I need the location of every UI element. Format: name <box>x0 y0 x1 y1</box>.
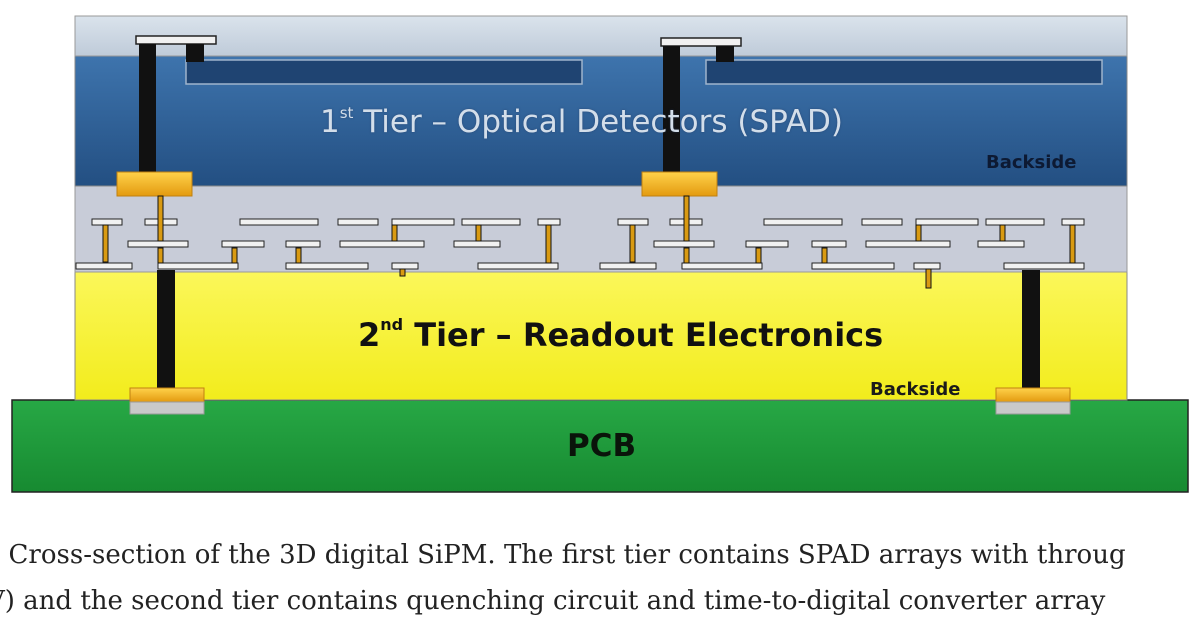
metal-line <box>239 218 319 226</box>
pcb-label: PCB <box>567 428 637 464</box>
metal-line <box>285 262 369 270</box>
caption-line-1: . Cross-section of the 3D digital SiPM. … <box>0 540 1126 570</box>
metal-via <box>102 224 109 263</box>
top-cap-layer <box>74 15 1128 57</box>
metal-via <box>545 224 552 264</box>
metal-line <box>157 262 239 270</box>
metal-via <box>755 247 762 264</box>
metal-line <box>537 218 561 226</box>
metal-via <box>629 224 636 263</box>
metal-line <box>461 218 521 226</box>
tier2-label: 2nd Tier – Readout Electronics <box>358 315 884 354</box>
metal-line <box>285 240 321 248</box>
metal-line <box>653 240 715 248</box>
metal-line <box>127 240 189 248</box>
metal-line <box>977 240 1025 248</box>
metal-line <box>913 262 941 270</box>
metal-line <box>763 218 843 226</box>
pad-pcb-left <box>129 387 205 403</box>
metal-line <box>91 218 123 226</box>
spad-region-right <box>705 59 1103 85</box>
metal-line <box>1003 262 1085 270</box>
metal-line <box>337 218 379 226</box>
metal-via <box>157 195 164 242</box>
metal-via <box>475 224 482 242</box>
metal-line <box>811 262 895 270</box>
metal-line <box>391 218 455 226</box>
top-contact-left <box>186 44 204 62</box>
metal-via <box>925 268 932 289</box>
tsv-tier2-right <box>1022 270 1040 388</box>
metal-line <box>477 262 559 270</box>
pcb-layer <box>11 399 1189 493</box>
metal-line <box>985 218 1045 226</box>
metal-line <box>221 240 265 248</box>
metal-via <box>683 247 690 264</box>
metal-via <box>391 224 398 242</box>
pad-pcb-right <box>995 387 1071 403</box>
metal-line <box>1061 218 1085 226</box>
tier1-label: 1st Tier – Optical Detectors (SPAD) <box>320 104 844 140</box>
metal-line <box>745 240 789 248</box>
spad-region-left <box>185 59 583 85</box>
metal-line <box>861 218 903 226</box>
pad-tier1-right <box>641 171 718 197</box>
metal-via <box>157 247 164 264</box>
metal-via <box>399 268 406 277</box>
metal-via <box>915 224 922 242</box>
caption-line-2: V) and the second tier contains quenchin… <box>0 586 1106 616</box>
backside-label-tier2: Backside <box>870 379 961 400</box>
metal-line <box>339 240 425 248</box>
metal-line <box>391 262 419 270</box>
metal-via <box>231 247 238 264</box>
metal-line <box>811 240 847 248</box>
metal-via <box>999 224 1006 242</box>
top-metal-left <box>135 35 217 45</box>
tsv-tier1-left <box>139 44 156 172</box>
metal-line <box>617 218 649 226</box>
metal-via <box>1069 224 1076 264</box>
metal-line <box>915 218 979 226</box>
top-metal-right <box>660 37 742 47</box>
pad-pcb-left-base <box>129 401 205 415</box>
metal-via <box>295 247 302 264</box>
metal-line <box>453 240 501 248</box>
pad-pcb-right-base <box>995 401 1071 415</box>
pad-tier1-left <box>116 171 193 197</box>
metal-line <box>599 262 657 270</box>
metal-line <box>681 262 763 270</box>
top-contact-right <box>716 46 734 62</box>
backside-label-tier1: Backside <box>986 152 1077 173</box>
tsv-tier2-left <box>157 270 175 388</box>
metal-interconnect-group <box>75 195 1085 289</box>
tier2-layer <box>74 271 1128 401</box>
metal-line <box>75 262 133 270</box>
metal-line <box>865 240 951 248</box>
metal-via <box>683 195 690 242</box>
metal-via <box>821 247 828 264</box>
tsv-tier1-right <box>663 46 680 172</box>
